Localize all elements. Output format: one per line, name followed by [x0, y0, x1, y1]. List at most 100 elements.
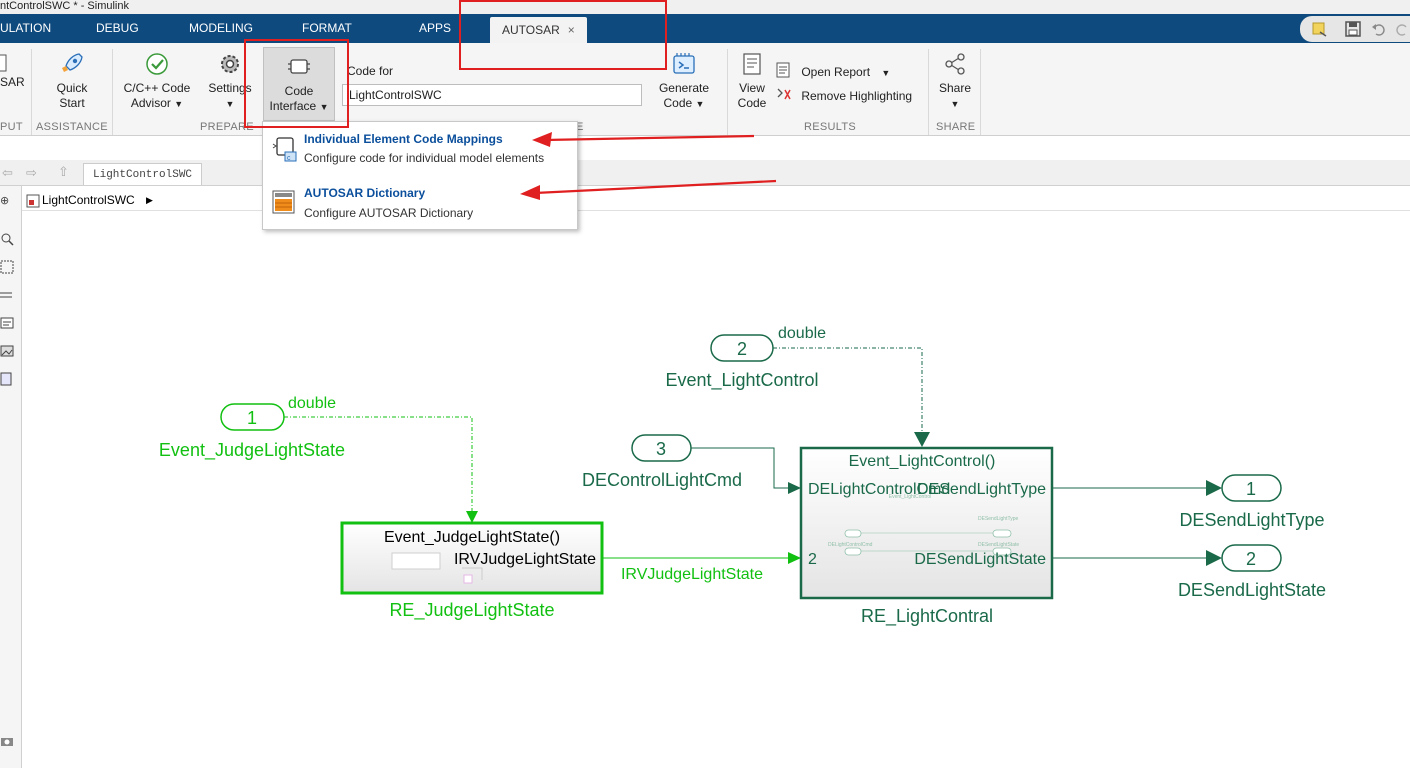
share-caret: ▼	[950, 99, 960, 109]
group-label-put: PUT	[0, 121, 23, 133]
mini-in: DELightControlCmd	[828, 542, 873, 548]
save-icon[interactable]	[1344, 20, 1362, 38]
autosar-icon	[0, 49, 10, 75]
generate-code-button[interactable]: Generate Code ▼	[652, 51, 716, 112]
view-code-button[interactable]: View Code	[733, 51, 771, 111]
group-label-share: SHARE	[936, 121, 976, 133]
block-re-judgelightstate[interactable]	[340, 521, 604, 595]
inport-name-judgelightstate: Event_JudgeLightState	[159, 440, 345, 461]
inport-num-3: 3	[656, 439, 666, 459]
block-in2: 2	[808, 551, 817, 568]
fit-view-icon[interactable]	[0, 260, 14, 274]
block-name-re-judgelightstate: RE_JudgeLightState	[389, 600, 554, 621]
highlight-icon[interactable]	[1310, 20, 1328, 38]
inport-decontrollightcmd[interactable]	[631, 434, 692, 462]
share-icon	[942, 51, 968, 77]
dark-signal-lines	[691, 347, 1222, 566]
tab-autosar-label: AUTOSAR	[502, 23, 560, 37]
arrows-icon[interactable]	[0, 288, 14, 302]
menu-item-autosar-dictionary[interactable]: AUTOSAR Dictionary Configure AUTOSAR Dic…	[263, 179, 577, 231]
block-header-lightcontrol: Event_LightControl()	[849, 453, 996, 470]
autosar-button-label: SAR	[0, 75, 25, 89]
inport-num-1: 1	[247, 408, 257, 428]
inport-name-decontrollightcmd: DEControlLightCmd	[582, 470, 742, 490]
block-port-irvjudgelightstate: IRVJudgeLightState	[454, 551, 596, 568]
menu-item-desc: Configure AUTOSAR Dictionary	[304, 206, 474, 220]
menu-item-individual-element-code-mappings[interactable]: c Individual Element Code Mappings Confi…	[263, 124, 577, 176]
camera-icon[interactable]	[0, 734, 14, 748]
code-mapping-icon: c	[272, 134, 298, 162]
back-icon[interactable]: ⇦	[2, 165, 13, 180]
signal-label-irv: IRVJudgeLightState	[621, 566, 763, 583]
group-label-results: RESULTS	[804, 121, 857, 133]
forward-icon[interactable]: ⇨	[26, 165, 37, 180]
close-icon[interactable]: ×	[567, 23, 575, 37]
autosar-component-button[interactable]: SAR	[0, 49, 25, 90]
tab-apps[interactable]: APPS	[419, 21, 452, 35]
diagram-labels: 1 Event_JudgeLightState double Event_Jud…	[159, 325, 1326, 627]
dictionary-icon	[272, 189, 296, 215]
outport-desendlightstate[interactable]	[1221, 544, 1282, 572]
share-button[interactable]: Share ▼	[934, 51, 976, 112]
code-interface-line2: Interface ▼	[269, 99, 329, 113]
outport-name-desendlighttype: DESendLightType	[1179, 510, 1324, 530]
gear-icon	[217, 51, 243, 77]
tab-simulation[interactable]: ULATION	[0, 21, 52, 35]
quick-start-button[interactable]: Quick Start	[40, 51, 104, 111]
ribbon-separator	[980, 49, 981, 135]
breadcrumb: LightControlSWC ▶	[22, 189, 1410, 211]
code-interface-dropdown: c Individual Element Code Mappings Confi…	[262, 121, 578, 230]
remove-highlighting-button[interactable]: Remove Highlighting	[776, 86, 912, 104]
up-icon[interactable]: ⇧	[58, 164, 69, 179]
outport-name-desendlightstate: DESendLightState	[1178, 580, 1326, 600]
svg-text:c: c	[287, 155, 291, 162]
zoom-icon[interactable]	[0, 232, 14, 246]
menu-item-desc: Configure code for individual model elem…	[304, 151, 545, 165]
model-tab[interactable]: LightControlSWC	[83, 163, 203, 185]
code-for-label: Code for	[347, 64, 394, 78]
undo-icon[interactable]	[1370, 20, 1388, 38]
settings-button[interactable]: Settings ▼	[204, 51, 256, 112]
mini-out2: DESendLightState	[978, 542, 1019, 548]
inport-event-judgelightstate[interactable]	[220, 403, 285, 431]
annotation-icon[interactable]	[0, 316, 14, 330]
code-advisor-line2: Advisor ▼	[130, 96, 184, 110]
quick-start-line2: Start	[59, 96, 85, 110]
outport-desendlighttype[interactable]	[1221, 474, 1282, 502]
redo-icon[interactable]	[1394, 20, 1410, 38]
code-for-input[interactable]: LightControlSWC	[342, 84, 642, 106]
model-icon	[26, 193, 40, 208]
tab-debug[interactable]: DEBUG	[96, 21, 139, 35]
breadcrumb-model[interactable]: LightControlSWC	[42, 193, 135, 207]
document-icon	[739, 51, 765, 77]
block-out1: DESendLightType	[917, 481, 1046, 498]
tool-palette: ⊕	[0, 186, 22, 768]
block-re-lightcontral[interactable]	[799, 446, 1054, 600]
quick-start-line1: Quick	[56, 81, 88, 95]
hide-show-icon[interactable]: ⊕	[0, 195, 10, 207]
open-report-button[interactable]: Open Report ▼	[776, 62, 890, 80]
view-code-line2: Code	[737, 96, 767, 110]
ribbon: SAR PUT Quick Start ASSISTANCE C/C++ Cod…	[0, 43, 1410, 136]
tab-format[interactable]: FORMAT	[302, 21, 352, 35]
remove-highlighting-icon	[776, 86, 792, 107]
share-label: Share	[938, 81, 972, 95]
quick-access-toolbar	[1300, 16, 1410, 42]
group-label-generate: E	[576, 121, 584, 133]
breadcrumb-arrow-icon[interactable]: ▶	[146, 195, 153, 205]
generate-code-icon	[671, 51, 697, 77]
mini-out1: DESendLightType	[978, 516, 1019, 522]
inport-event-lightcontrol[interactable]	[710, 334, 774, 362]
model-canvas[interactable]: 1 Event_JudgeLightState double Event_Jud…	[22, 212, 1410, 768]
mini-header: Event_LightControl	[889, 494, 932, 500]
tab-autosar[interactable]: AUTOSAR ×	[490, 17, 587, 43]
code-advisor-button[interactable]: C/C++ Code Advisor ▼	[116, 51, 198, 112]
code-interface-button[interactable]: Code Interface ▼	[263, 47, 335, 121]
tab-modeling[interactable]: MODELING	[189, 21, 254, 35]
signal-type-double-top: double	[778, 325, 826, 342]
group-label-prepare: PREPARE	[200, 121, 254, 133]
image-icon[interactable]	[0, 344, 14, 358]
area-icon[interactable]	[0, 372, 12, 386]
group-label-assistance: ASSISTANCE	[36, 121, 108, 133]
